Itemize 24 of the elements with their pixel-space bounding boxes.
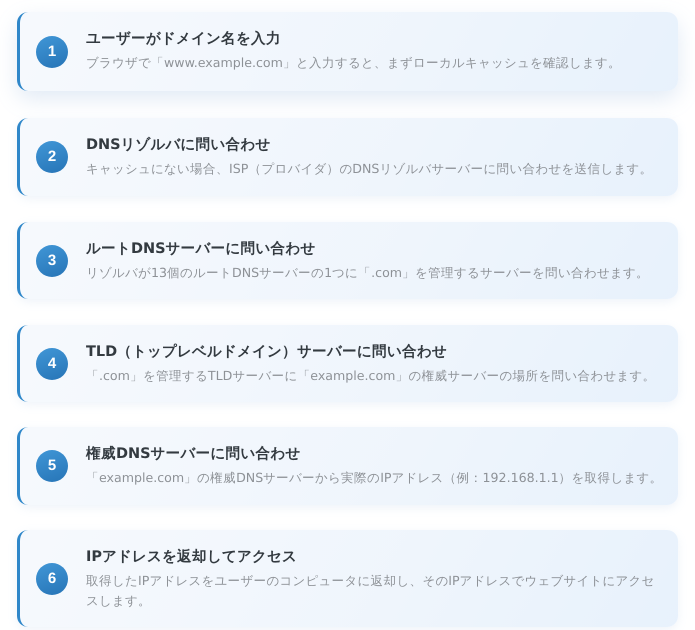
step-description: ブラウザで「www.example.com」と入力すると、まずローカルキャッシュを確認します。 [86,54,622,72]
step-description: 「example.com」の権威DNSサーバーから実際のIPアドレス（例：192.168.1.1）を取得します。 [86,469,664,487]
step-card [17,530,678,627]
step-title: IPアドレスを返却してアクセス [86,548,298,567]
step-card [17,222,678,299]
step-number: 4 [36,348,68,380]
step-card [17,427,678,505]
step-card [17,325,678,402]
step-description: 「.com」を管理するTLDサーバーに「example.com」の権威サーバーの場所を問い合わせます。 [86,367,656,385]
step-title: TLD（トップレベルドメイン）サーバーに問い合わせ [86,342,448,362]
step-title: ユーザーがドメイン名を入力 [86,30,281,49]
step-title: 権威DNSサーバーに問い合わせ [86,444,301,464]
step-number: 3 [36,245,68,277]
step-card [17,12,678,91]
step-description: 取得したIPアドレスをユーザーのコンピュータに返却し、そのIPアドレスでウェブサイトにアクセスします。 [86,572,656,610]
step-number: 6 [36,563,68,595]
step-number: 1 [36,36,68,68]
step-description: キャッシュにない場合、ISP（プロバイダ）のDNSリゾルバサーバーに問い合わせを送信します。 [86,160,654,178]
step-number: 2 [36,141,68,173]
step-card [17,118,678,196]
step-title: DNSリゾルバに問い合わせ [86,136,271,155]
step-number: 5 [36,450,68,482]
step-title: ルートDNSサーバーに問い合わせ [86,240,316,259]
step-description: リゾルバが13個のルートDNSサーバーの1つに「.com」を管理するサーバーを問い合わせます。 [86,264,650,282]
